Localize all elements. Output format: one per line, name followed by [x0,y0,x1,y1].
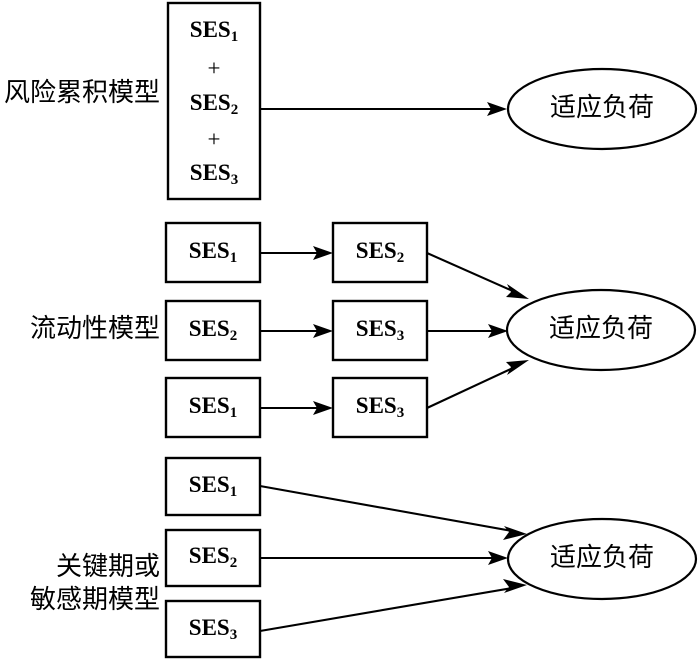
node-label-mobility-3-from: SES1 [189,393,237,421]
node-box-mobility-3-to[interactable] [331,376,429,439]
node-ellipse-outcome-row3[interactable] [506,517,698,601]
arrowhead-critical-3-to-outcome [503,579,527,593]
row-title-mobility: 流动性模型 [30,314,160,343]
node-label-critical-1: SES1 [189,472,237,500]
node-ellipse-outcome-row2[interactable] [505,288,697,372]
row-critical-sensitive-period-model: 关键期或 敏感期模型 SES1 SES2 SES3 适应负荷 [30,456,698,659]
node-label-mobility-3-to: SES3 [356,393,404,421]
node-label-mobility-1-from: SES1 [189,238,237,266]
node-box-mobility-1-to[interactable] [331,221,429,284]
node-label-ses3-cumulative: SES3 [190,160,238,188]
row-title-critical-period-line2: 敏感期模型 [30,585,160,614]
node-label-plus-1: + [208,55,221,80]
node-ellipse-outcome-row1[interactable] [506,67,698,151]
node-box-critical-2[interactable] [164,528,262,588]
arrowhead-mobility-1-to-outcome [506,284,529,299]
arrowhead-mobility-3-from-to [313,401,333,415]
edge-mobility-1-to-outcome [426,252,516,293]
node-box-critical-3[interactable] [164,599,262,659]
arrowhead-mobility-2-to-outcome [488,324,508,338]
node-label-mobility-2-from: SES2 [189,316,237,344]
edge-critical-3-to-outcome [259,586,513,633]
node-box-mobility-3-from[interactable] [164,376,262,439]
node-label-outcome-row3: 适应负荷 [550,543,654,572]
arrowhead-mobility-3-to-outcome [506,360,529,375]
node-box-cumulative-sum[interactable] [166,1,262,201]
arrowhead-critical-2-to-outcome [488,551,508,565]
arrowhead-mobility-1-from-to [313,246,333,260]
row-title-cumulative-risk: 风险累积模型 [4,78,160,107]
node-box-mobility-2-from[interactable] [164,299,262,362]
edge-mobility-3-to-outcome [426,366,516,409]
node-label-ses1-cumulative: SES1 [190,17,238,45]
arrowhead-cumulative-to-outcome [487,102,507,116]
row-cumulative-risk-model: 风险累积模型 SES1 + SES2 + SES3 适应负荷 [4,1,698,201]
node-label-outcome-row1: 适应负荷 [550,93,654,122]
node-label-critical-2: SES2 [189,543,237,571]
node-label-outcome-row2: 适应负荷 [549,314,653,343]
node-label-mobility-2-to: SES3 [356,316,404,344]
node-label-mobility-1-to: SES2 [356,238,404,266]
arrowhead-mobility-2-from-to [313,324,333,338]
arrowhead-critical-1-to-outcome [503,526,527,540]
node-label-ses2-cumulative: SES2 [190,90,238,118]
node-label-critical-3: SES3 [189,615,237,643]
node-box-critical-1[interactable] [164,456,262,517]
edge-critical-1-to-outcome [259,484,513,533]
node-box-mobility-2-to[interactable] [331,299,429,362]
node-label-plus-2: + [208,126,221,151]
row-mobility-model: 流动性模型 SES1 SES2 SES2 SES3 SES1 SES3 适应负荷 [30,221,697,439]
row-title-critical-period-line1: 关键期或 [56,552,160,581]
